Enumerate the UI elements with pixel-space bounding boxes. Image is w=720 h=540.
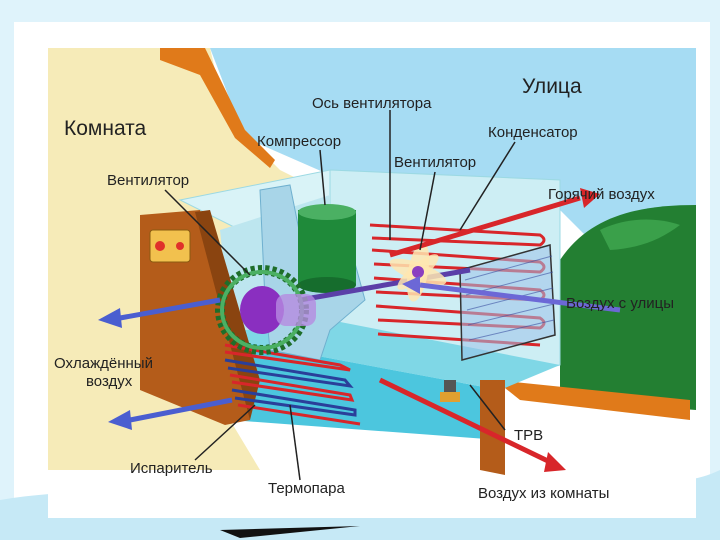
cooled-air-label-2: воздух — [86, 373, 133, 390]
cooled-air-label-1: Охлаждённый — [54, 355, 153, 372]
front-panel — [140, 210, 250, 425]
condenser-grille — [459, 244, 556, 361]
compressor-top — [298, 204, 356, 220]
leader-lines — [164, 110, 516, 481]
room-air-arrow — [378, 377, 566, 472]
room-label: Комната — [64, 117, 147, 140]
compressor-body — [298, 210, 356, 285]
street-air-label: Воздух с улицы — [566, 295, 674, 312]
compressor-label: Компрессор — [257, 133, 342, 150]
cooled-air-arrow-1 — [98, 297, 221, 328]
street-label: Улица — [522, 75, 582, 98]
decorative-wave — [0, 470, 720, 540]
wall-bottom-edge — [495, 380, 690, 420]
indoor-blower — [215, 265, 316, 355]
hot-air-label: Горячий воздух — [548, 186, 655, 203]
control-knob — [155, 241, 165, 251]
control-knob-2 — [176, 242, 184, 250]
thermocouple-label: Термопара — [268, 480, 345, 497]
control-box — [149, 229, 191, 263]
wall-edge — [160, 48, 275, 168]
fan-left-label: Вентилятор — [107, 172, 190, 189]
street-air-arrow — [402, 276, 621, 313]
front-panel-shade — [195, 210, 260, 420]
street-trees-light — [600, 219, 680, 250]
evaporator-coils — [224, 343, 361, 426]
compressor-bottom — [298, 277, 356, 293]
condenser-label: Конденсатор — [488, 124, 578, 141]
room-air-label: Воздух из комнаты — [478, 485, 610, 502]
street-trees — [560, 205, 696, 410]
right-panel — [480, 380, 505, 475]
fan-right-label: Вентилятор — [394, 154, 477, 171]
cooled-air-arrow-2 — [108, 397, 233, 430]
evaporator-label: Испаритель — [130, 460, 213, 477]
trv-label: ТРВ — [514, 427, 544, 444]
hot-air-arrow — [389, 188, 600, 258]
trv-valve — [440, 380, 460, 402]
fan-axis-label: Ось вентилятора — [312, 95, 432, 112]
